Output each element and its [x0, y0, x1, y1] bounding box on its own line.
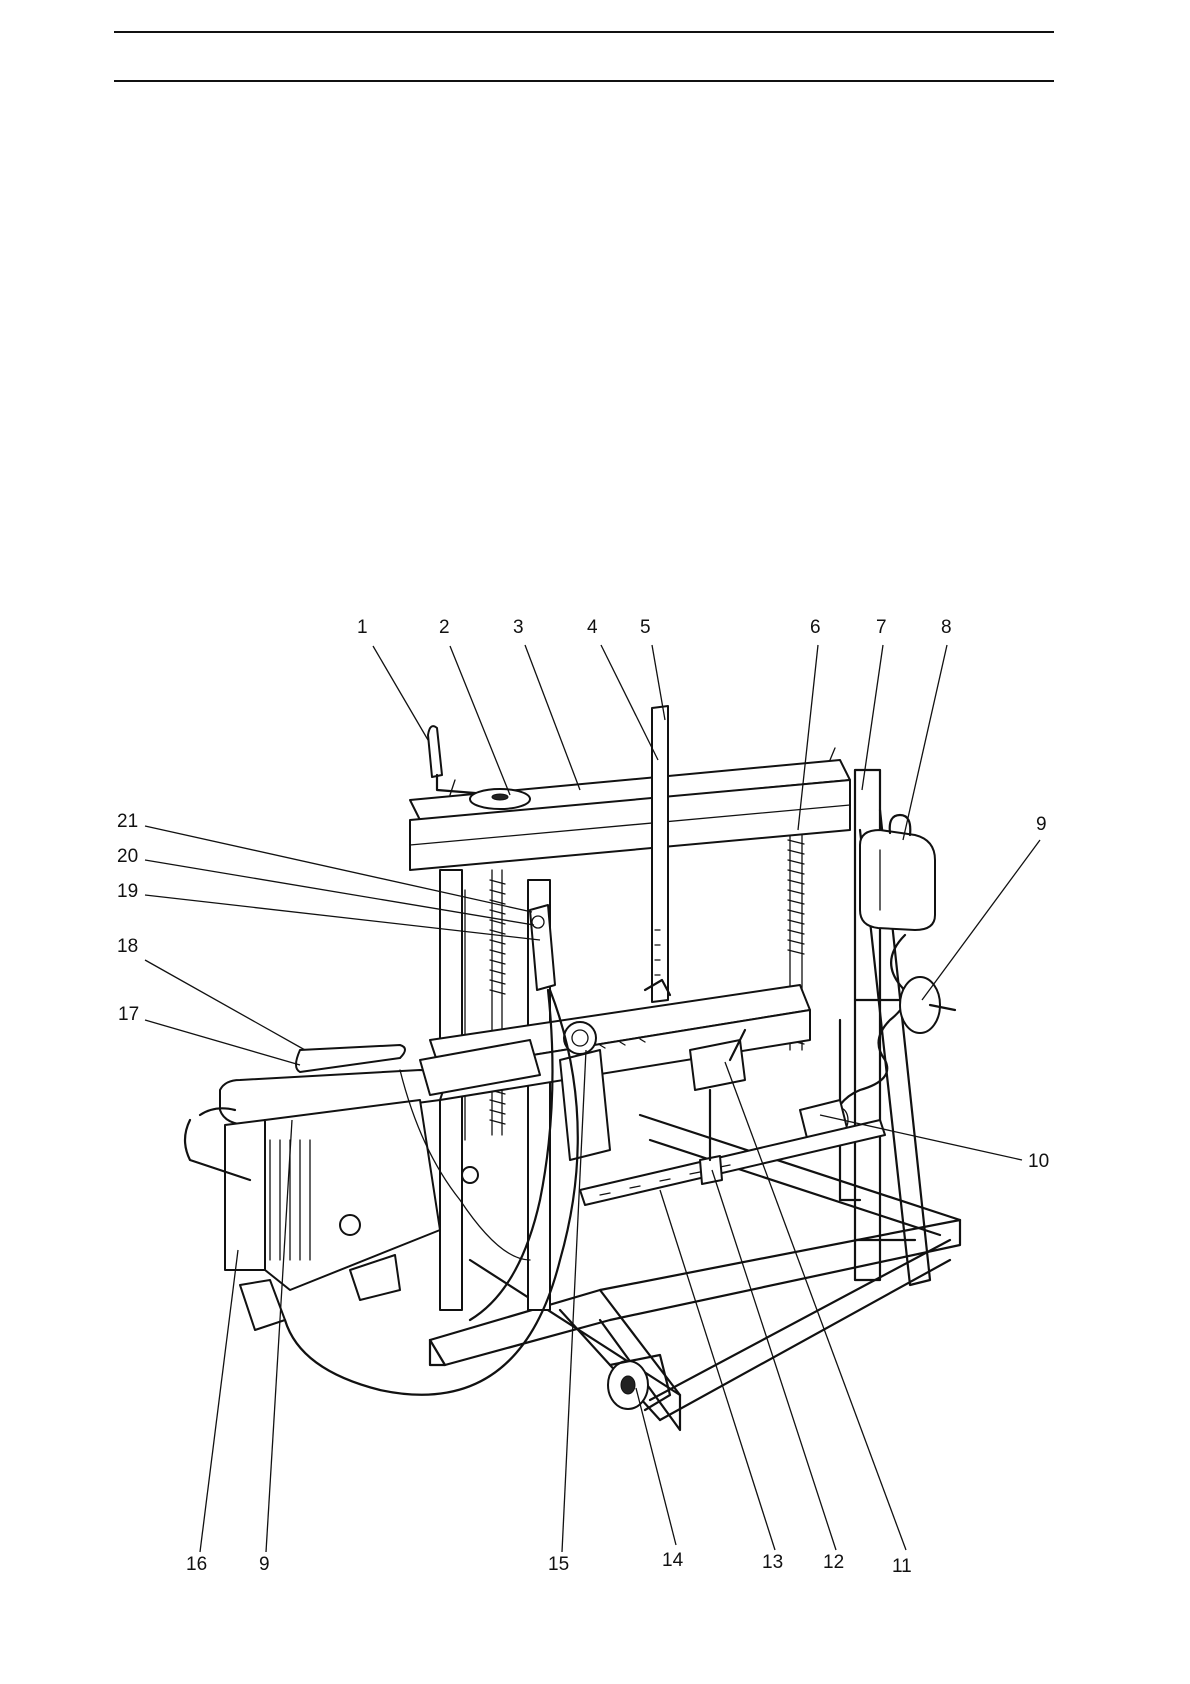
leader-1: [373, 646, 428, 740]
leader-13: [660, 1190, 775, 1550]
leader-4: [601, 645, 658, 760]
leader-12: [712, 1170, 836, 1550]
leader-3: [525, 645, 580, 790]
fuel-tank: [860, 815, 935, 930]
callout-20: 20: [117, 846, 138, 867]
callout-9-lower: 9: [259, 1554, 270, 1575]
measuring-scale: [645, 706, 670, 1002]
callout-15: 15: [548, 1554, 569, 1575]
leader-16: [200, 1250, 238, 1552]
callout-1: 1: [357, 617, 368, 638]
callout-14: 14: [662, 1550, 684, 1571]
chainsaw-powerhead: [185, 1040, 540, 1330]
leader-7: [862, 645, 883, 790]
callout-11: 11: [892, 1556, 912, 1577]
callout-4: 4: [587, 617, 598, 638]
leader-14: [636, 1388, 676, 1545]
callout-9-upper: 9: [1036, 814, 1047, 835]
top-crossbeam: [410, 748, 850, 870]
threaded-spindle-left: [490, 870, 505, 1135]
callout-19: 19: [117, 881, 138, 902]
leader-19: [145, 895, 540, 940]
leader-18: [145, 960, 305, 1050]
chain-hook: [800, 935, 906, 1150]
callout-6: 6: [810, 617, 821, 638]
leader-2: [450, 646, 510, 795]
callout-5: 5: [640, 617, 651, 638]
callout-21: 21: [117, 811, 138, 832]
callout-10: 10: [1028, 1151, 1049, 1172]
callout-8: 8: [941, 617, 952, 638]
leader-17: [145, 1020, 300, 1065]
callout-13: 13: [762, 1552, 783, 1573]
chain-wheel: [900, 977, 955, 1033]
leader-8: [903, 645, 947, 840]
callout-7: 7: [876, 617, 887, 638]
callout-16: 16: [186, 1554, 207, 1575]
callout-18: 18: [117, 936, 138, 957]
leader-9a: [922, 840, 1040, 1000]
callout-17: 17: [118, 1004, 139, 1025]
callout-2: 2: [439, 617, 450, 638]
callout-12: 12: [823, 1552, 844, 1573]
callout-3: 3: [513, 617, 524, 638]
